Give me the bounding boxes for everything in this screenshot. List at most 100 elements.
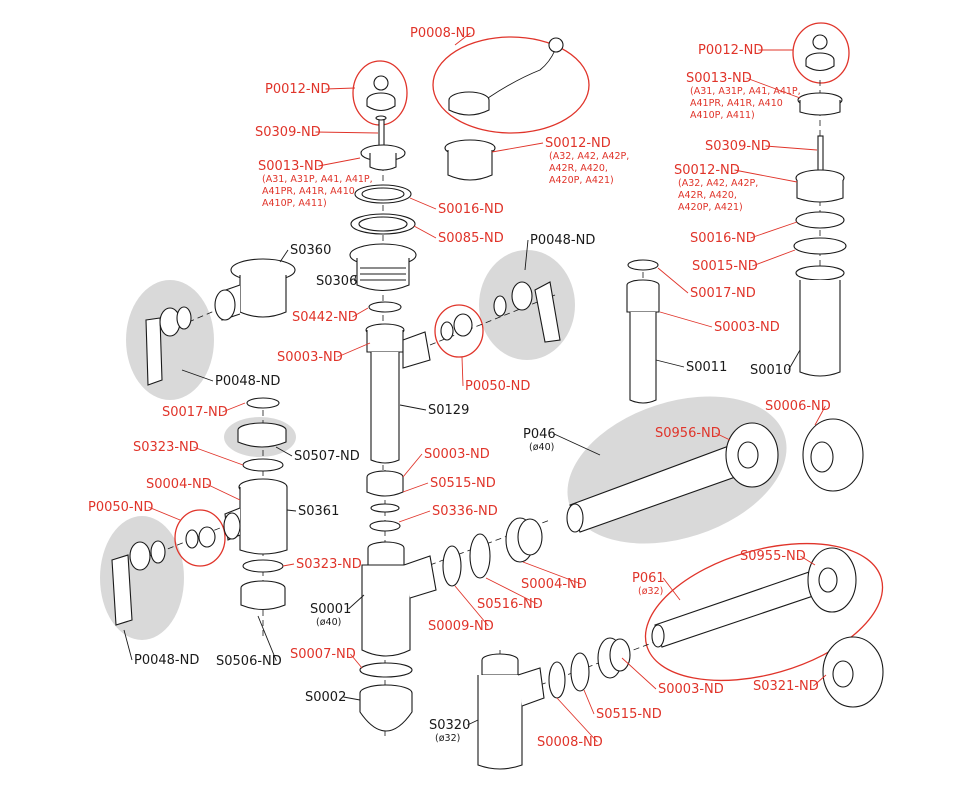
part-label-s0516-nd: S0516-ND (477, 597, 543, 612)
s0011-pipe (626, 279, 660, 404)
s0515-ring-bottom (570, 652, 590, 692)
part-label-s0309-nd-a: S0309-ND (255, 125, 321, 140)
s0336-washer (370, 503, 400, 513)
p0008-chain-plug (448, 37, 564, 116)
leader-line-p0048-nd-a (524, 239, 529, 271)
leader-line-p0050-nd-b (148, 506, 181, 521)
leader-line-s0004-nd-a (206, 483, 241, 501)
leader-line-s0336-nd (398, 510, 431, 523)
part-label-s0442-nd: S0442-ND (292, 310, 358, 325)
part-label-p0012-nd-b: P0012-ND (698, 43, 763, 58)
p0050-group-outline-top (434, 304, 484, 358)
leader-line-s0017-nd-a (222, 402, 246, 413)
part-note-p061-0: (ø32) (638, 586, 663, 597)
p0050-group-outline-bottom (174, 509, 226, 567)
p0008-group-outline (432, 36, 590, 134)
leader-line-s0016-nd-b (750, 221, 798, 239)
s0129-tee-pipe (365, 323, 431, 464)
s0009-ring (442, 545, 462, 587)
s0515-nut-top (366, 470, 404, 497)
part-label-s0010: S0010 (750, 363, 791, 378)
leader-line-s0956-nd (715, 432, 731, 441)
part-label-s0956-nd: S0956-ND (655, 426, 721, 441)
part-label-s0003-nd-a: S0003-ND (277, 350, 343, 365)
leader-line-p0048-nd-b (181, 369, 214, 382)
part-label-s0009-nd: S0009-ND (428, 619, 494, 634)
s0007-washer (359, 662, 413, 678)
part-note-s0013-nd-b-2: A410P, A411) (690, 110, 755, 121)
part-label-s0008-nd: S0008-ND (537, 735, 603, 750)
leader-line-s0003-nd-d (621, 657, 657, 690)
s0015-washer (793, 237, 847, 255)
leader-line-s0320 (467, 719, 479, 726)
part-label-s0323-nd-a: S0323-ND (133, 440, 199, 455)
leader-line-s0013-nd-a (318, 157, 361, 167)
part-label-s0336-nd: S0336-ND (432, 504, 498, 519)
p061-group-outline (644, 542, 884, 682)
leader-line-s0515-nd-a (402, 482, 429, 493)
part-label-s0012-nd-b: S0012-ND (674, 163, 740, 178)
part-note-s0012-nd-a-1: A42R, A420, (549, 163, 608, 174)
leader-line-p0048-nd-c (123, 629, 133, 661)
leader-line-s0010 (788, 349, 801, 371)
s0004-nut-right (505, 517, 543, 563)
part-note-s0013-nd-a-0: (A31, A31P, A41, A41P, (262, 174, 373, 185)
s0306-drain-body (349, 243, 417, 292)
part-label-s0003-nd-d: S0003-ND (658, 682, 724, 697)
leader-line-s0009-nd (454, 585, 489, 627)
s0336-washer-2 (369, 520, 401, 532)
s0516-ring (469, 533, 491, 579)
leader-line-s0323-nd-a (193, 446, 244, 466)
s0002-siphon-cup (359, 684, 413, 732)
leader-line-s0516-nd (485, 577, 538, 605)
leader-line-s0515-nd-b (583, 689, 595, 715)
s0442-washer (368, 301, 402, 313)
leader-line-s0506-nd (257, 615, 277, 662)
part-note-s0012-nd-a-0: (A32, A42, A42P, (549, 151, 629, 162)
s0507-nut (237, 422, 287, 448)
leader-line-s0017-nd-b (657, 267, 689, 294)
s0001-siphon-body (361, 541, 437, 657)
leader-line-s0507-nd (275, 446, 293, 457)
s0506-nut (240, 580, 286, 611)
s0017-washer-left (246, 397, 280, 409)
part-label-p0012-nd-a: P0012-ND (265, 82, 330, 97)
leader-line-s0011 (655, 359, 685, 368)
part-note-s0320-0: (ø32) (435, 733, 460, 744)
leader-line-s0129 (399, 404, 427, 411)
s0010-pipe (795, 265, 845, 377)
part-label-s0360: S0360 (290, 243, 331, 258)
p0012-group-outline-right (792, 22, 850, 84)
leader-line-s0013-nd-b (746, 77, 801, 99)
s0085-washer-inner (358, 216, 408, 232)
part-label-s0320: S0320 (429, 718, 470, 733)
part-label-p0048-nd-c: P0048-ND (134, 653, 199, 668)
leader-line-s0015-nd (752, 249, 796, 267)
p0050-valve-top (440, 313, 473, 341)
s0321-rosette (822, 636, 884, 708)
leader-line-p0050-nd-a (461, 356, 464, 387)
leader-line-s0016-nd-a (409, 197, 437, 210)
s0017-washer-right (627, 259, 659, 271)
part-label-s0004-nd-b: S0004-ND (521, 577, 587, 592)
s0006-rosette (802, 418, 864, 492)
part-note-s0013-nd-b-0: (A31, A31P, A41, A41P, (690, 86, 801, 97)
leader-line-p0012-nd-a (325, 87, 356, 90)
leader-line-p0008-nd (454, 32, 471, 46)
s0016-washer-left-inner (361, 187, 405, 201)
part-note-s0012-nd-b-2: A420P, A421) (678, 202, 743, 213)
leader-line-s0012-nd-a (491, 142, 544, 153)
s0361-tee (223, 478, 288, 555)
leader-line-s0003-nd-a (337, 342, 371, 358)
part-label-s0015-nd: S0015-ND (692, 259, 758, 274)
leader-line-s0361 (286, 509, 297, 512)
s0012-grate-top (444, 139, 496, 181)
p0048-elbow-left-bottom (111, 540, 166, 626)
part-label-s0515-nd-a: S0515-ND (430, 476, 496, 491)
part-note-s0001-0: (ø40) (316, 617, 341, 628)
part-note-s0012-nd-b-1: A42R, A420, (678, 190, 737, 201)
part-label-s0016-nd-b: S0016-ND (690, 231, 756, 246)
s0003-nut-bottom (597, 637, 631, 679)
leader-line-s0309-nd-b (765, 145, 818, 151)
part-label-s0323-nd-b: S0323-ND (296, 557, 362, 572)
